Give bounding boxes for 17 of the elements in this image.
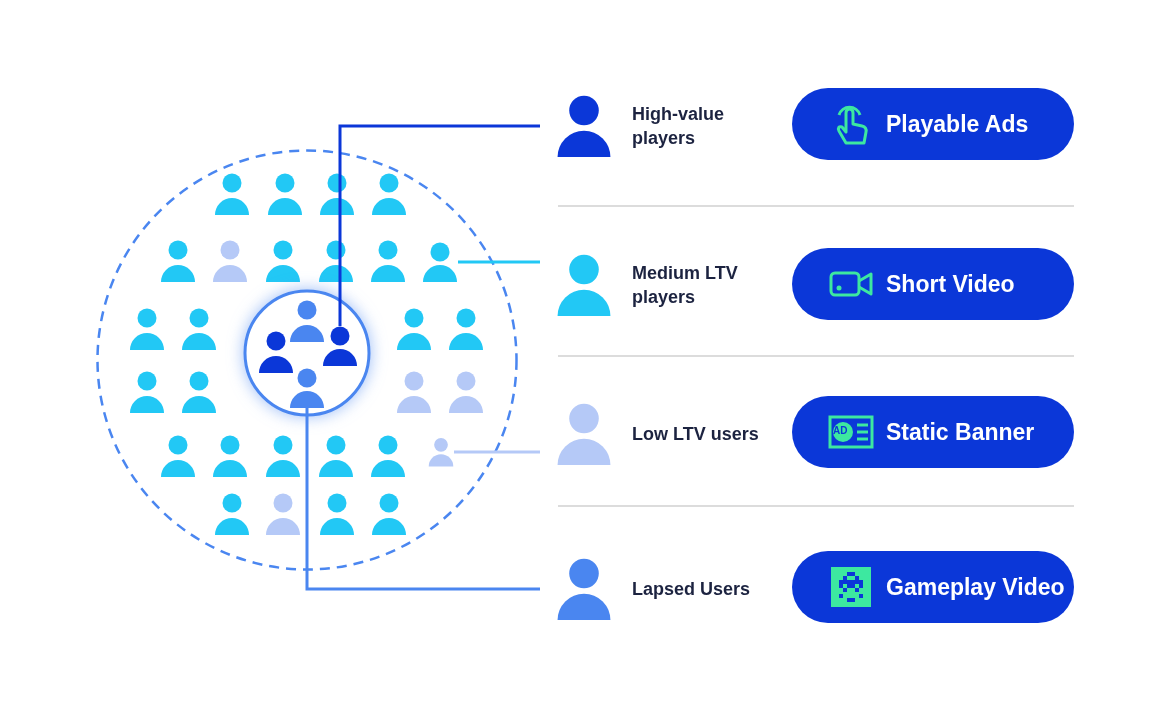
badge-text: AD [833,425,848,437]
segment-label: High-value players [632,103,725,150]
person-icon [422,242,458,282]
segment-label: Medium LTV players [632,262,739,309]
segment-label: Low LTV users [632,423,760,446]
connector-line [458,260,540,264]
pill-label: Playable Ads [886,110,1029,138]
connector-line [305,408,540,591]
pill-label: Static Banner [886,418,1035,446]
person-icon [289,368,325,408]
person-icon [428,437,454,467]
pill-label: Short Video [886,270,1015,298]
person-icon [322,326,358,366]
segment-label: Lapsed Users [632,578,752,601]
pill-label: Gameplay Video [886,573,1065,601]
connector-line [338,124,540,326]
connector-line [454,450,540,454]
